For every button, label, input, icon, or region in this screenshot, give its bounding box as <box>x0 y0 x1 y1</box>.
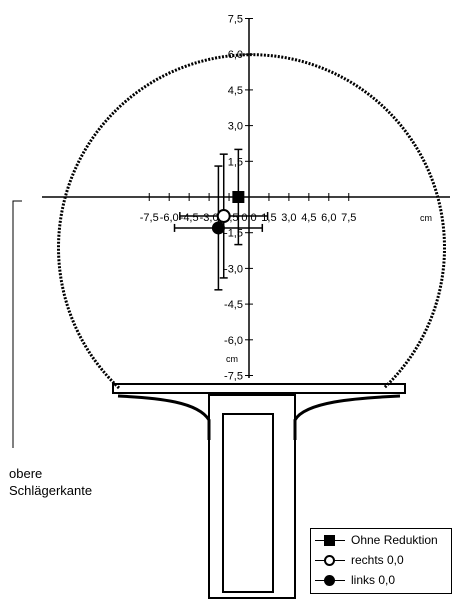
legend-label: rechts 0,0 <box>351 553 404 567</box>
x-tick-label: 4,5 <box>301 212 316 224</box>
data-point-square <box>232 191 245 203</box>
racket-shoulder <box>112 383 406 394</box>
data-point-filled-circle <box>211 221 225 235</box>
x-unit-label: cm <box>420 213 432 223</box>
racket-flare-left <box>117 394 211 440</box>
x-tick-label: -3,0 <box>200 212 219 224</box>
x-tick-label: 3,0 <box>281 212 296 224</box>
x-tick-label: -6,0 <box>160 212 179 224</box>
legend-label: links 0,0 <box>351 573 396 587</box>
filled-circle-icon <box>324 575 335 586</box>
y-tick-label: -6,0 <box>224 335 243 347</box>
axis-tick-labels: -7,5-6,0-4,5-3,0-1,50,01,53,04,56,07,57,… <box>140 14 357 383</box>
y-tick-label: 1,5 <box>228 156 243 168</box>
data-markers <box>211 191 245 235</box>
legend: Ohne Reduktion rechts 0,0 links 0,0 <box>310 528 452 594</box>
x-tick-label: 1,5 <box>261 212 276 224</box>
annotation-line-2: Schlägerkante <box>9 483 93 498</box>
racket-handle <box>208 394 296 599</box>
racket-flare-right <box>293 394 401 440</box>
x-tick-label: 6,0 <box>321 212 336 224</box>
racket-outline <box>57 53 446 599</box>
x-tick-label: 7,5 <box>341 212 356 224</box>
annotation-line-1: obere <box>9 466 43 481</box>
upper-edge-bracket <box>12 200 22 448</box>
y-tick-label: -3,0 <box>224 263 243 275</box>
legend-item-rechts: rechts 0,0 <box>311 552 451 570</box>
y-tick-label: 7,5 <box>228 14 243 26</box>
y-tick-label: 6,0 <box>228 49 243 61</box>
y-tick-label: 4,5 <box>228 85 243 97</box>
y-tick-label: -7,5 <box>224 371 243 383</box>
y-tick-label: 3,0 <box>228 121 243 133</box>
y-unit-label: cm <box>226 354 238 364</box>
upper-edge-annotation: obere Schlägerkante <box>9 465 92 499</box>
open-circle-icon <box>324 555 335 566</box>
y-tick-label: -1,5 <box>224 228 243 240</box>
legend-item-ohne-reduktion: Ohne Reduktion <box>311 532 451 550</box>
racket-handle-inner <box>222 413 274 593</box>
x-tick-label: 0,0 <box>241 212 256 224</box>
legend-label: Ohne Reduktion <box>351 533 438 547</box>
filled-square-icon <box>324 535 335 546</box>
x-tick-label: -4,5 <box>180 212 199 224</box>
data-point-open-circle <box>216 209 231 224</box>
legend-item-links: links 0,0 <box>311 572 451 590</box>
y-tick-label: -4,5 <box>224 299 243 311</box>
x-tick-label: -7,5 <box>140 212 159 224</box>
axis-ticks <box>148 18 350 376</box>
